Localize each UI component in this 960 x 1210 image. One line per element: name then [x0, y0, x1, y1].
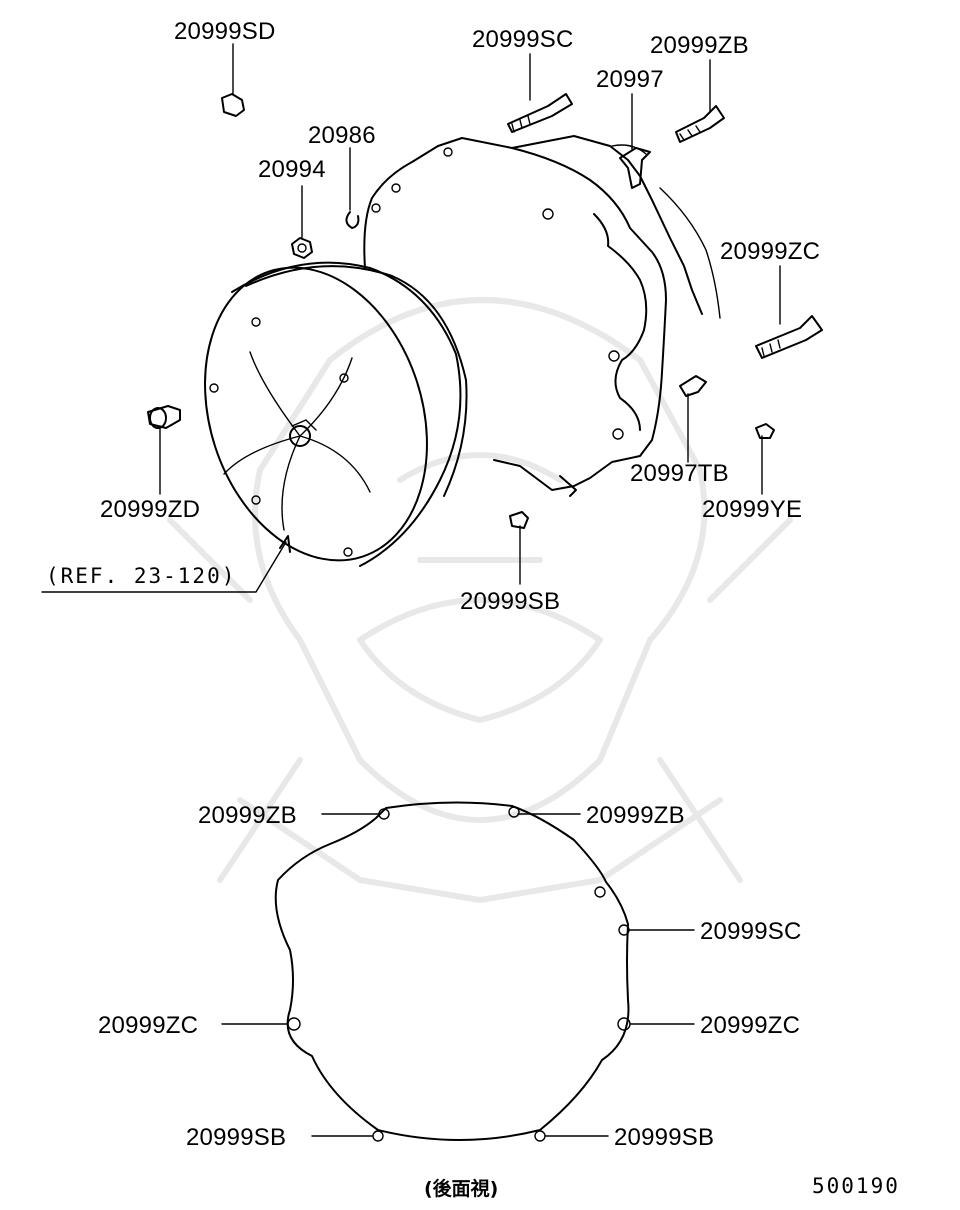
- figure-number: 500190: [812, 1174, 900, 1198]
- rear-label-20999zb-right: 20999ZB: [586, 802, 685, 829]
- rear-view-outline: [274, 801, 631, 1142]
- label-20999ye: 20999YE: [702, 496, 803, 523]
- label-20999sb: 20999SB: [460, 588, 561, 615]
- transmission-housing: [363, 135, 721, 497]
- rear-label-20999sb-right: 20999SB: [614, 1124, 715, 1151]
- label-20999zb: 20999ZB: [650, 32, 749, 59]
- rear-label-20999zb-left: 20999ZB: [198, 802, 297, 829]
- label-20999zd: 20999ZD: [100, 496, 201, 523]
- rear-label-20999sb-left: 20999SB: [186, 1124, 287, 1151]
- fastener-parts: [147, 93, 823, 529]
- view-caption: (後面視): [424, 1178, 499, 1200]
- rear-label-20999zc-right: 20999ZC: [700, 1012, 801, 1039]
- label-20997: 20997: [596, 66, 664, 93]
- rear-label-20999sc-right: 20999SC: [700, 918, 802, 945]
- upper-leader-lines: [41, 43, 781, 593]
- rear-view-leader-lines: [221, 813, 695, 1137]
- label-20997tb: 20997TB: [630, 460, 729, 487]
- reference-note: (REF. 23-120): [46, 564, 237, 588]
- label-20986: 20986: [308, 122, 376, 149]
- torque-converter: [204, 261, 468, 567]
- label-20994: 20994: [258, 156, 326, 183]
- label-20999sc: 20999SC: [472, 26, 574, 53]
- label-20999zc: 20999ZC: [720, 238, 821, 265]
- rear-label-20999zc-left: 20999ZC: [98, 1012, 199, 1039]
- label-20999sd: 20999SD: [174, 18, 276, 45]
